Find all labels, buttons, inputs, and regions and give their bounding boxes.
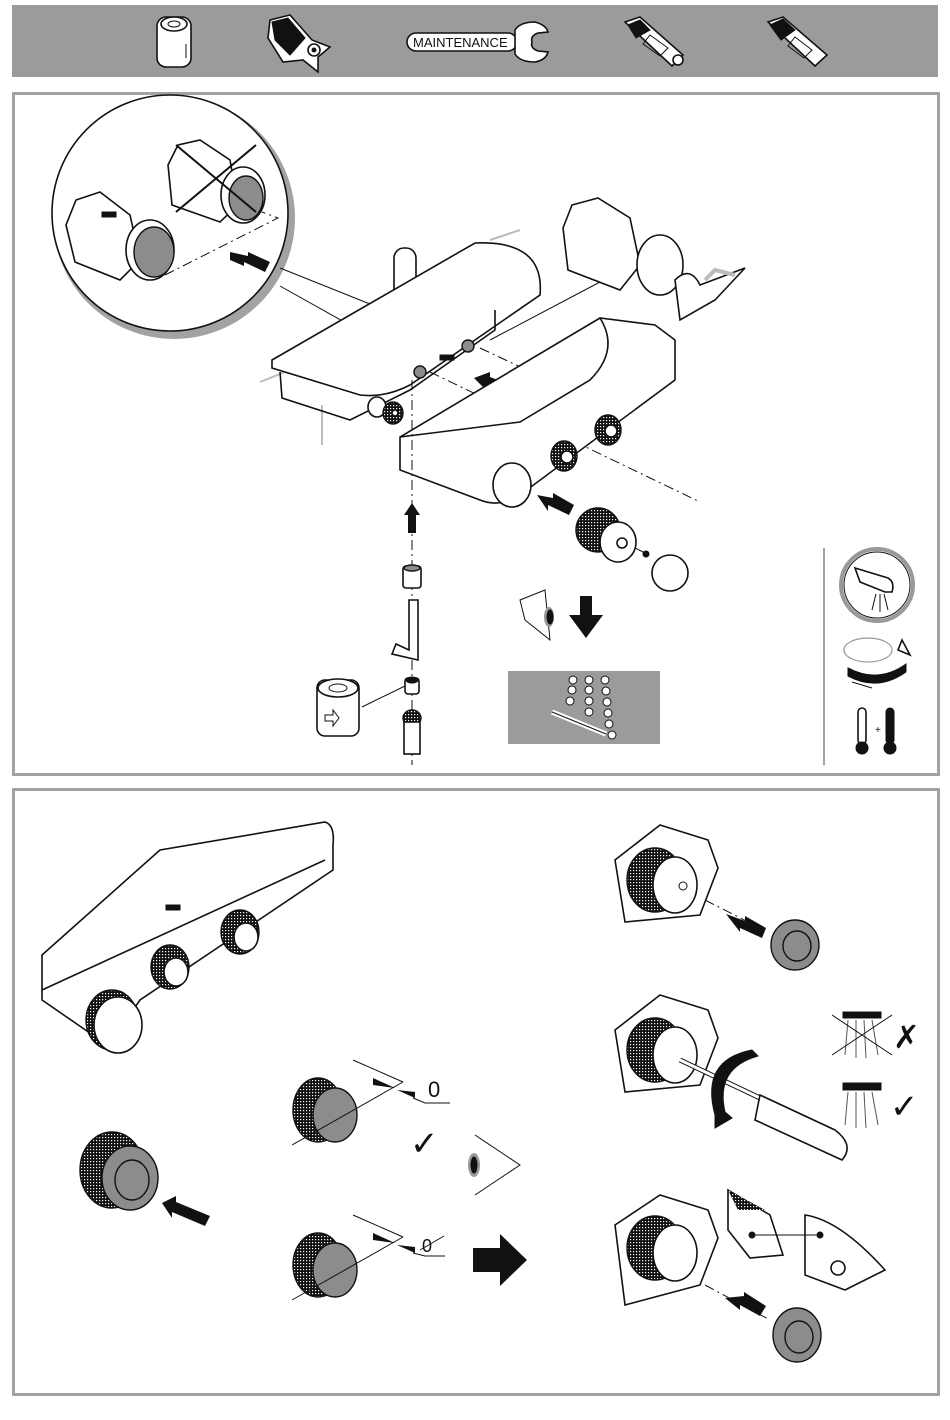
cartridge-filter-icon: [157, 17, 191, 67]
maintenance-wrench-icon: MAINTENANCE: [407, 22, 548, 62]
gap-check-ok: 0 ✓: [292, 1060, 450, 1163]
screw-icon: [643, 551, 649, 557]
inspect-eye-icon-2: [468, 1135, 520, 1195]
check-valve-icon: [268, 15, 330, 72]
inspect-eye-icon: [520, 590, 554, 640]
cap-insert-step: [80, 1132, 210, 1226]
spray-not-ok-icon: ✗: [832, 1012, 920, 1058]
cap-disc: [652, 555, 688, 591]
check-mark-icon-2: ✓: [890, 1088, 919, 1126]
check-mark-icon: ✓: [410, 1125, 439, 1163]
thermostat-knob: [576, 508, 688, 591]
spray-ok-icon: ✓: [843, 1083, 919, 1128]
gap-zero-label: 0: [428, 1077, 440, 1102]
cross-mark-icon: ✗: [893, 1019, 920, 1055]
flow-cartridge-icon: [768, 17, 827, 66]
cartridge-removed: [563, 198, 745, 320]
thermostat-cartridge-icon: [625, 17, 683, 66]
maintenance-label: MAINTENANCE: [413, 35, 508, 50]
up-arrow: [404, 503, 420, 533]
cover-opening: [493, 463, 531, 507]
cap-inner-view: [805, 1215, 885, 1290]
next-step-arrow: [473, 1234, 527, 1286]
allen-key-icon: [392, 600, 418, 660]
knob-insert-arrow: [537, 493, 574, 515]
cap-insert-arrow: [162, 1196, 210, 1226]
rotate-handle-icon: [844, 638, 910, 688]
plus-label: +: [875, 725, 881, 736]
faucet-flow-icon: [841, 549, 913, 621]
threaded-connector: [368, 397, 403, 424]
thermostat-assembled-view: [42, 822, 333, 1053]
cap-reinstall-step: [615, 1190, 885, 1362]
cartridge-adjust-step: [615, 995, 847, 1160]
cap-install-arrow: [725, 1292, 766, 1316]
filter-holes-detail: [508, 671, 660, 744]
screwdriver-icon: [755, 1095, 847, 1160]
filter-cartridge-icon: [317, 679, 359, 736]
gap-check-not-ok: 0: [292, 1215, 527, 1300]
rotate-arrow-icon: [712, 1050, 758, 1128]
cap-remove-arrow: [726, 914, 766, 938]
fitting-nut: [403, 565, 421, 588]
cap-removal-step: [615, 825, 819, 970]
thermometers-icon: +: [856, 708, 896, 754]
down-arrow: [569, 596, 603, 638]
detail-magnifier: [52, 95, 295, 339]
